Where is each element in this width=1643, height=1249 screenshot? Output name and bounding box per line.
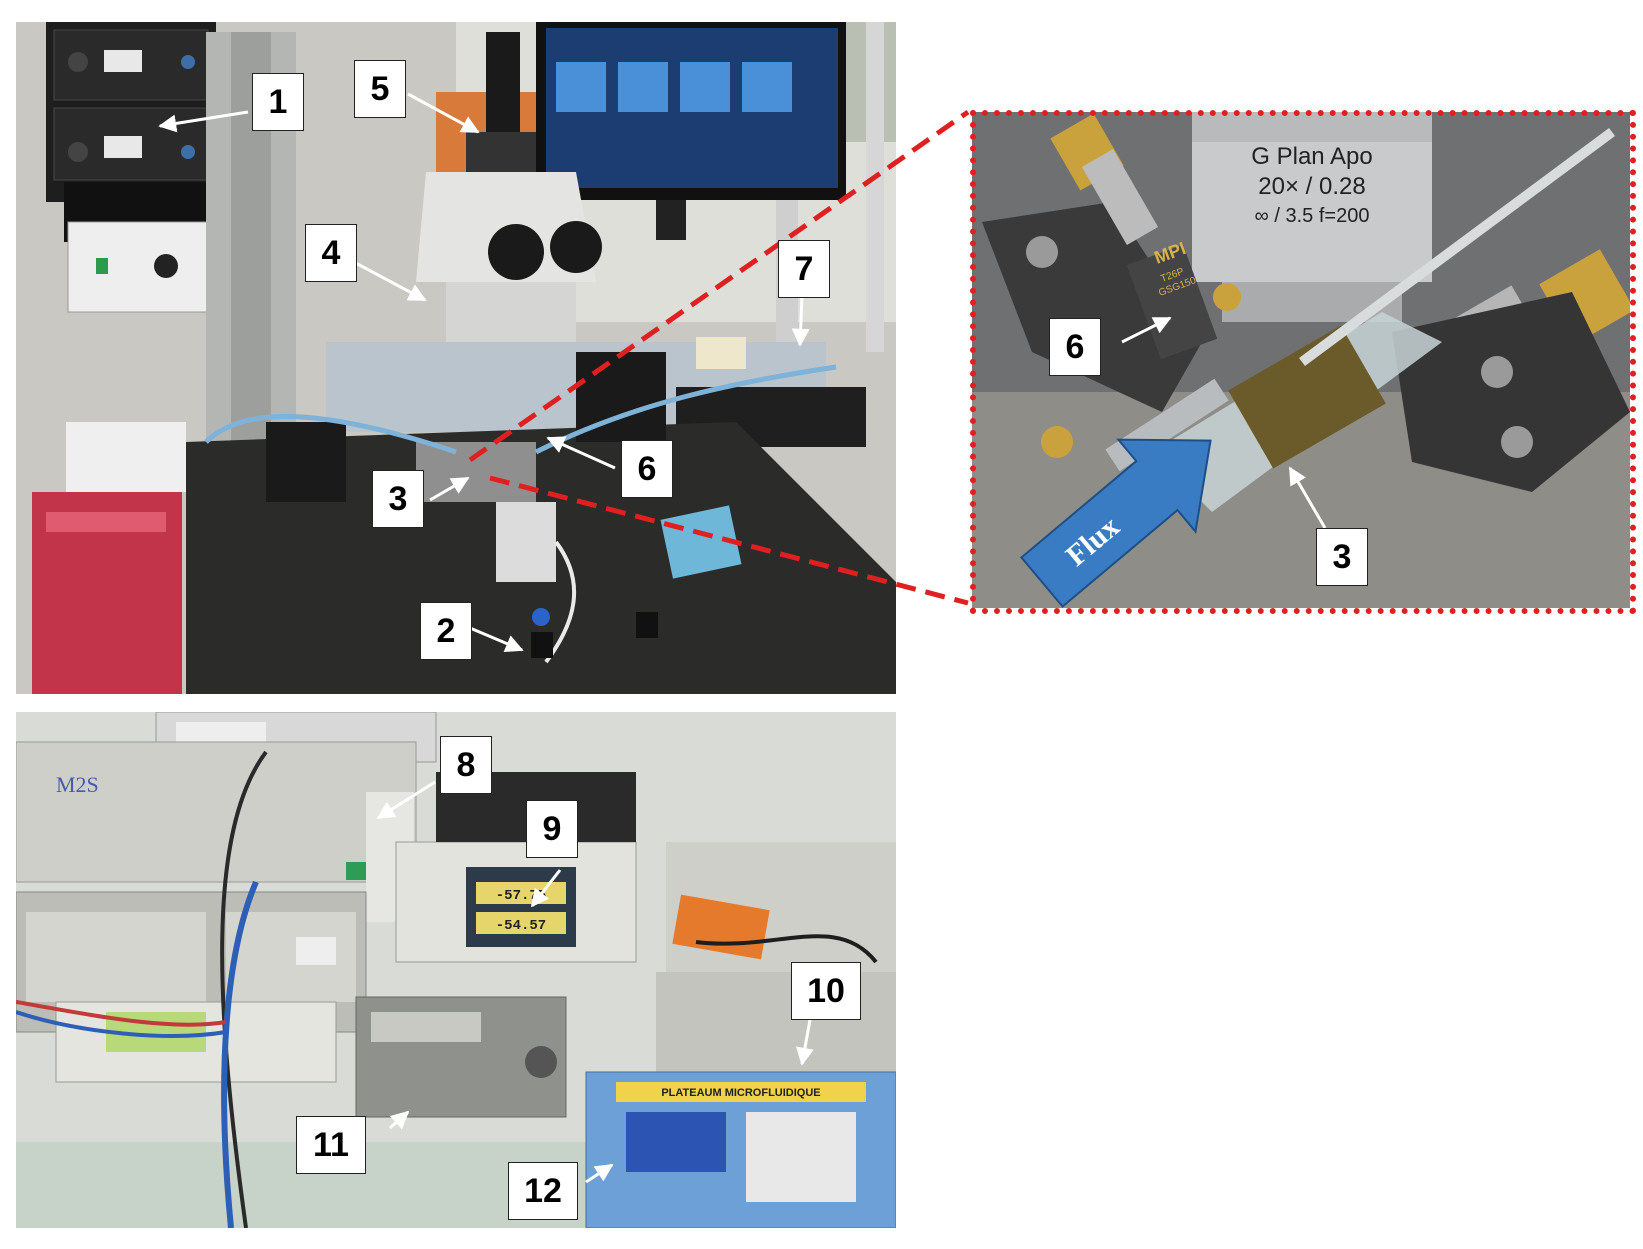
label-12: 12 [508, 1162, 578, 1220]
lens-text-line-3: ∞ / 3.5 f=200 [1255, 205, 1370, 227]
lens-text-line-1: G Plan Apo [1251, 143, 1372, 170]
label-5: 5 [354, 60, 406, 118]
label-9: 9 [526, 800, 578, 858]
meter-reading-1: -57.75 [496, 888, 546, 904]
label-4: 4 [305, 224, 357, 282]
label-1: 1 [252, 73, 304, 131]
label-10: 10 [791, 962, 861, 1020]
meter-reading-2: -54.57 [496, 918, 546, 934]
label-7: 7 [778, 240, 830, 298]
label-zoom-3: 3 [1316, 528, 1368, 586]
label-6: 6 [621, 440, 673, 498]
bench-banner: PLATEAUM MICROFLUIDIQUE [661, 1087, 820, 1099]
label-3: 3 [372, 470, 424, 528]
instrument-bench-photo: M2S -57.75 -54.57 PLATEAUM MICROFLUIDIQU… [16, 712, 896, 1228]
label-2: 2 [420, 602, 472, 660]
label-11: 11 [296, 1116, 366, 1174]
main-setup-drawing [16, 22, 896, 694]
main-setup-photo [16, 22, 896, 694]
bench-brand: M2S [56, 772, 99, 797]
label-8: 8 [440, 736, 492, 794]
instrument-bench-drawing: M2S -57.75 -54.57 PLATEAUM MICROFLUIDIQU… [16, 712, 896, 1228]
flux-arrow: Flux [1020, 438, 1212, 608]
label-zoom-6: 6 [1049, 318, 1101, 376]
lens-text-line-2: 20× / 0.28 [1258, 173, 1365, 200]
